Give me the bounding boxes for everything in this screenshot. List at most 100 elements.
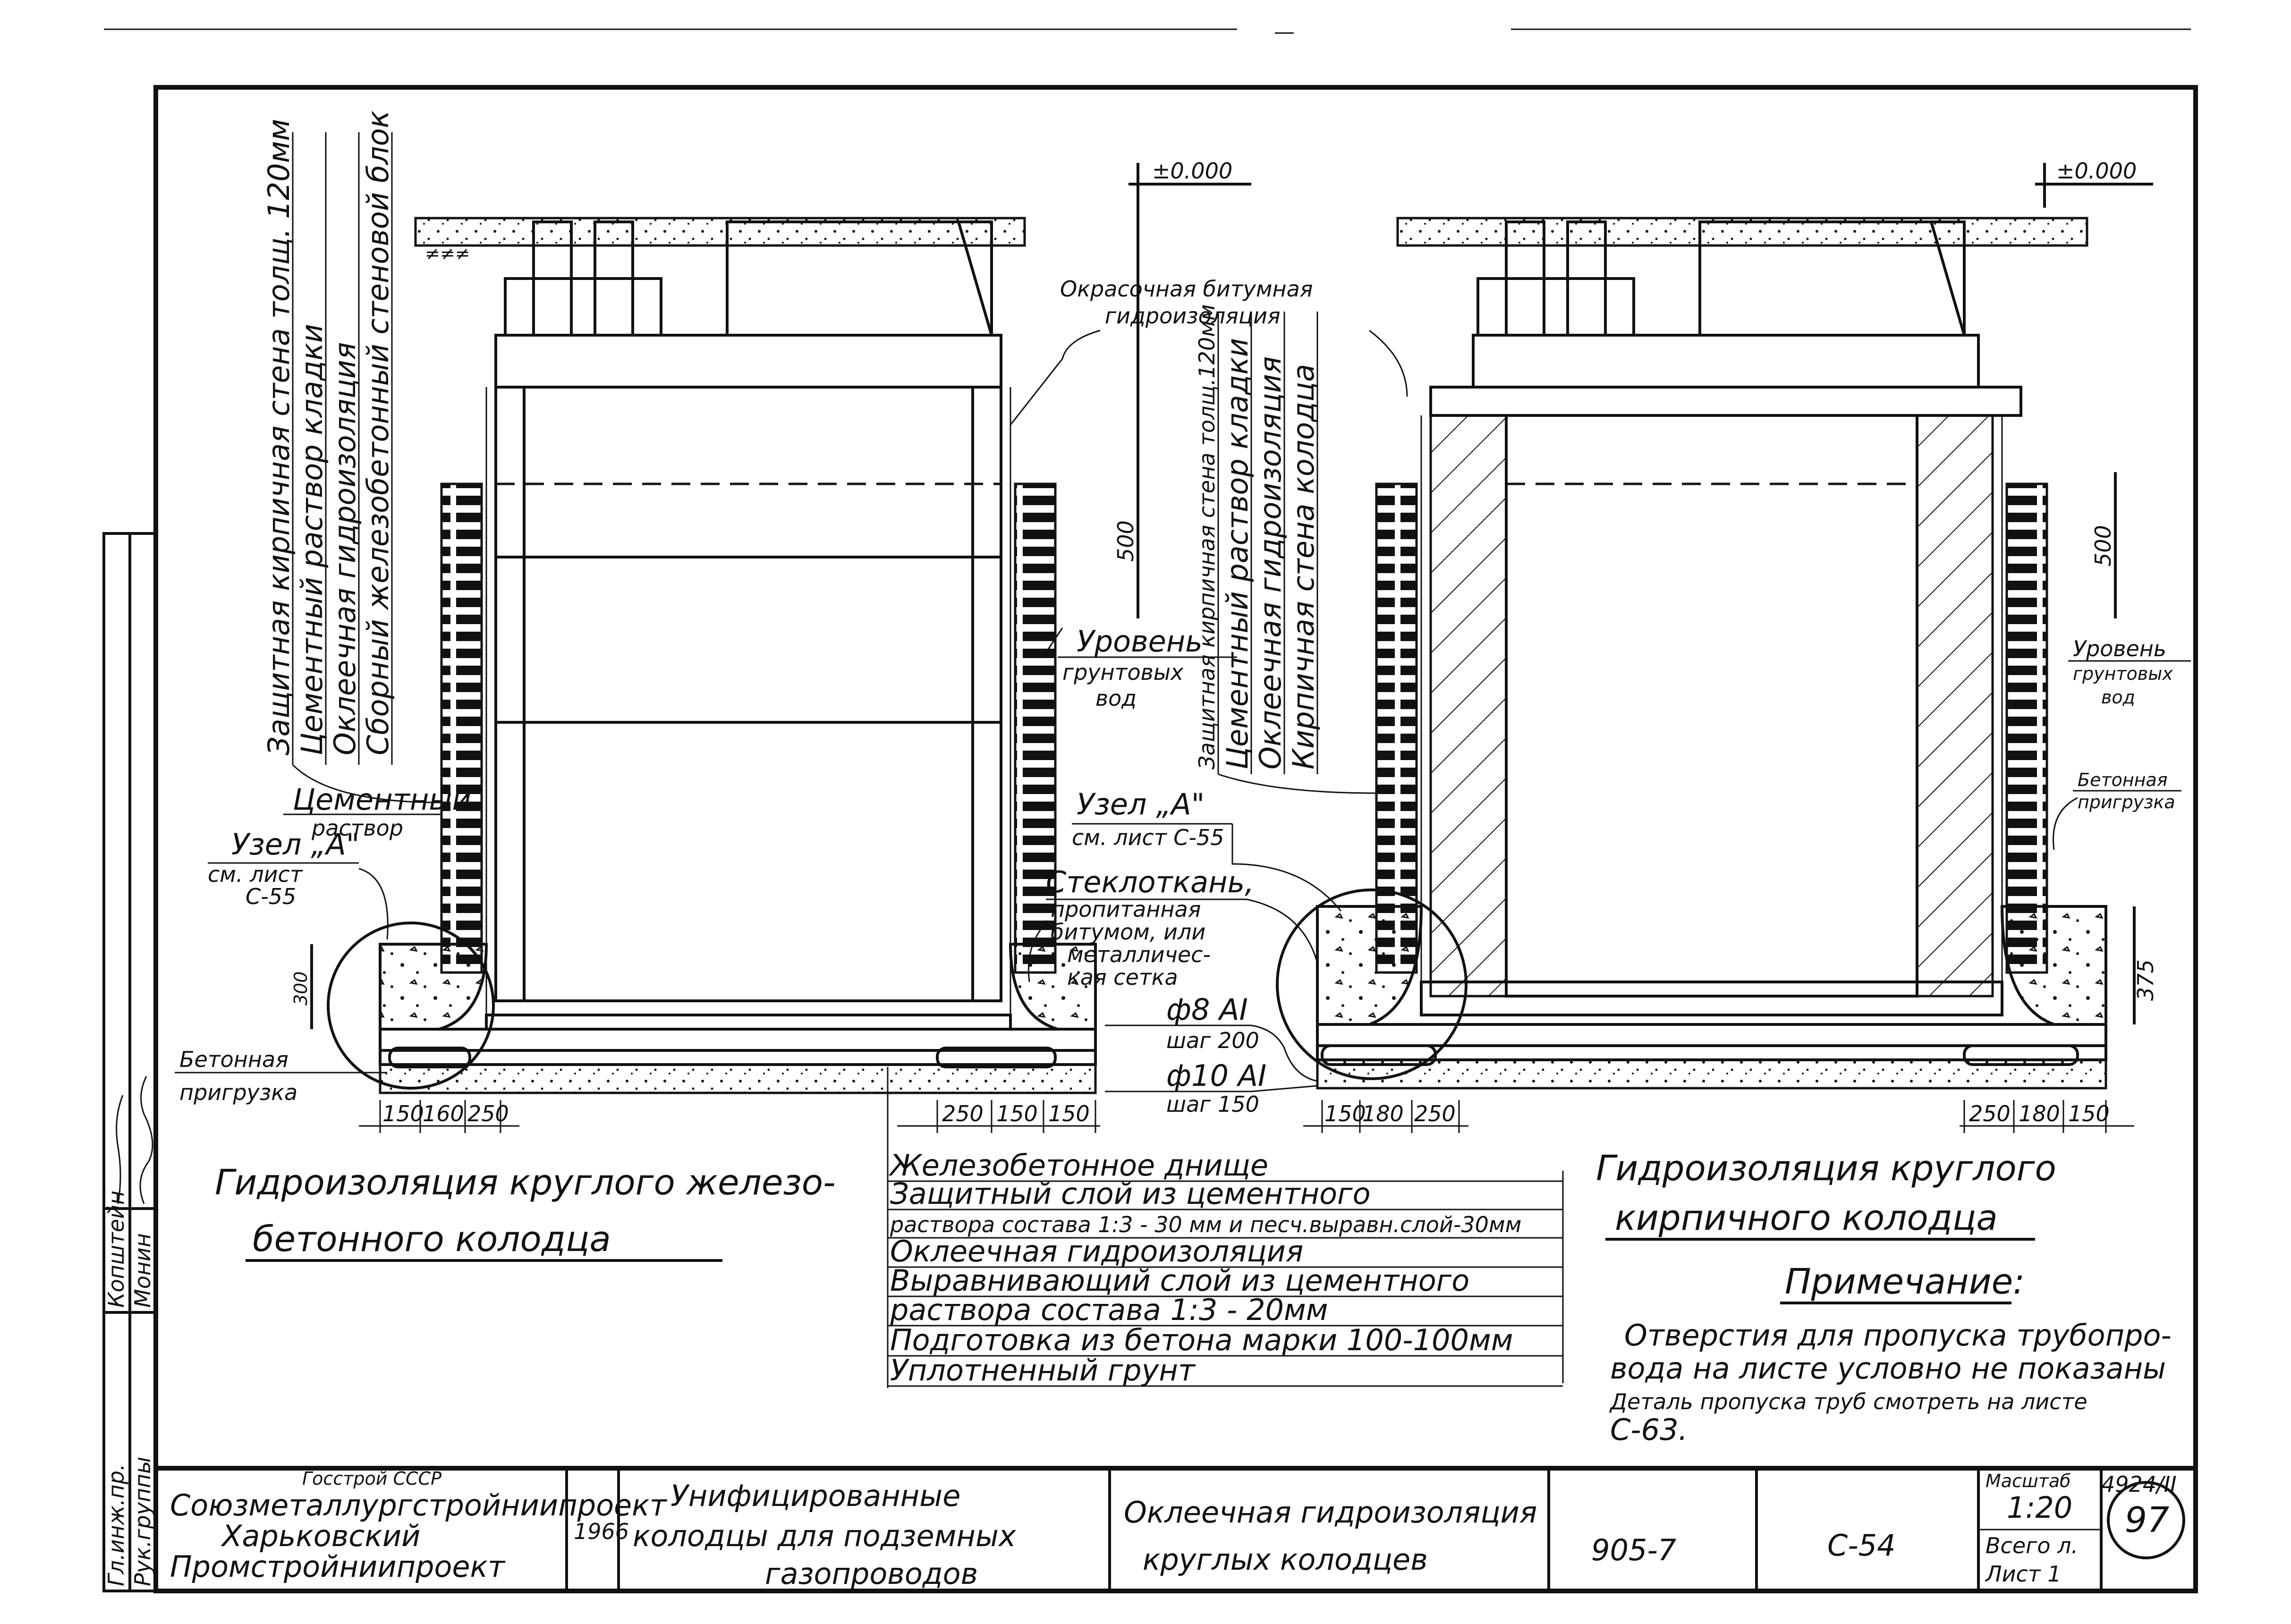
elevation-mark-right: ±0.000	[2056, 158, 2137, 184]
tb-sheet-title-2: круглых колодцев	[1143, 1542, 1428, 1577]
bottom-layer-5: Выравнивающий слой из цементного	[890, 1263, 1469, 1298]
node-mid-1: Узел „А"	[1077, 787, 1205, 821]
left-well-section: ≠≠≠ ±0.000	[290, 158, 1251, 1094]
tb-project-2: колодцы для подземных	[633, 1519, 1017, 1553]
left-wall-block	[494, 386, 1002, 1002]
note-title: Примечание:	[1785, 1261, 2025, 1302]
dim-right-a-3: 250	[1414, 1101, 1456, 1126]
right-brick-wall-right	[2005, 482, 2048, 974]
left-layer-3: Оклеечная гидроизоляция	[328, 342, 362, 755]
middle-annotations: Окрасочная битумная гидроизоляция Уровен…	[1010, 276, 1408, 1117]
dims-left: 150 160 250	[359, 1100, 519, 1133]
tb-org-2: Союзметаллургстройниипроект	[170, 1488, 668, 1522]
bottom-layer-4: Оклеечная гидроизоляция	[890, 1234, 1303, 1269]
gw-right-2: грунтовых	[2073, 663, 2173, 684]
right-layer-1: Защитная кирпичная стена толщ.120мм	[1194, 304, 1220, 770]
tb-series: 905-7	[1591, 1533, 1676, 1567]
stamp-name-2: Монин	[130, 1233, 155, 1308]
left-brick-wall-outer	[440, 482, 483, 974]
right-layer-3: Оклеечная гидроизоляция	[1253, 356, 1288, 770]
bottom-layer-6: раствора состава 1:3 - 20мм	[890, 1293, 1328, 1327]
caption-right-1: Гидроизоляция круглого	[1596, 1148, 2056, 1189]
bitumen-label-2: гидроизоляция	[1105, 303, 1281, 329]
bottom-layer-7: Подготовка из бетона марки 100-100мм	[890, 1323, 1513, 1357]
tb-project-1: Унифицированные	[670, 1479, 960, 1513]
left-layer-2: Цементный раствор кладки	[295, 324, 329, 755]
left-annotations: Цементный раствор Узел „А" см. лист С-55…	[175, 782, 471, 1105]
dim-right-b-1: 250	[1969, 1101, 2011, 1126]
dim-500-left: 500	[1113, 520, 1138, 562]
right-well-wall-left	[1429, 414, 1508, 998]
note-line-3: Деталь пропуска труб смотреть на листе	[1609, 1389, 2087, 1414]
note-line-4: С-63.	[1610, 1413, 1688, 1447]
right-annotations: Уровень грунтовых вод Бетонная пригрузка	[2053, 636, 2191, 850]
dim-left-3: 250	[467, 1101, 509, 1126]
captions: Гидроизоляция круглого железо- бетонного…	[215, 1148, 2056, 1262]
node-left-1: Узел „А"	[231, 827, 359, 862]
rebar-4: шаг 150	[1166, 1091, 1259, 1117]
caption-right-2: кирпичного колодца	[1615, 1198, 1998, 1238]
note-line-1: Отверстия для пропуска трубопро-	[1624, 1318, 2172, 1353]
left-layer-4: Сборный железобетонный стеновой блок	[361, 110, 395, 755]
dim-left-1: 150	[382, 1101, 424, 1126]
tb-page: 97	[2125, 1500, 2169, 1540]
fiberglass-2: пропитанная	[1051, 897, 1201, 922]
right-layer-labels: Защитная кирпичная стена толщ.120мм Цеме…	[1194, 304, 1377, 794]
dim-300: 300	[290, 971, 311, 1006]
left-fillet-concrete	[379, 943, 488, 1031]
node-left-3: С-55	[246, 884, 296, 909]
node-left-2: см. лист	[208, 862, 303, 887]
bottom-layer-2: Защитный слой из цементного	[890, 1176, 1371, 1211]
bottom-layer-1: Железобетонное днище	[888, 1148, 1268, 1183]
left-layer-1: Защитная кирпичная стена толщ. 120мм	[262, 119, 296, 755]
stamp-role-2: Рук.группы	[130, 1457, 155, 1586]
tb-sheet-title-1: Оклеечная гидроизоляция	[1124, 1495, 1537, 1530]
bottom-leaders	[887, 1067, 1564, 1388]
left-node-circle	[327, 922, 495, 1090]
dim-mid-2: 150	[996, 1101, 1038, 1126]
dim-mid-1: 250	[942, 1101, 984, 1126]
gw-right-3: вод	[2101, 687, 2135, 708]
cement-label-2: раствор	[311, 815, 403, 841]
tb-project-3: газопроводов	[765, 1556, 978, 1591]
bottom-layer-8: Уплотненный грунт	[890, 1353, 1196, 1387]
tb-sheet-label: Лист 1	[1985, 1561, 2061, 1587]
gw-left-1: Уровень	[1077, 624, 1203, 659]
rebar-3: ф10 АI	[1166, 1058, 1266, 1093]
elevation-mark-left: ±0.000	[1152, 158, 1232, 184]
bitumen-label-1: Окрасочная битумная	[1060, 276, 1313, 302]
fiberglass-5: кая сетка	[1067, 964, 1178, 990]
gw-left-3: вод	[1095, 685, 1137, 711]
note-block: Примечание: Отверстия для пропуска трубо…	[1609, 1261, 2172, 1447]
tb-total-label: Всего л.	[1986, 1533, 2078, 1558]
dim-left-2: 160	[423, 1101, 464, 1126]
right-well-section: ±0.000 500 375	[1276, 158, 2158, 1090]
dim-right-b-3: 150	[2068, 1101, 2110, 1126]
signature-1	[116, 1095, 124, 1204]
bottom-layers-list: Железобетонное днище Защитный слой из це…	[888, 1148, 1563, 1387]
dim-right-b-2: 180	[2019, 1101, 2060, 1126]
right-layer-2: Цементный раствор кладки	[1220, 338, 1255, 770]
dims-right: 150 180 250 250 180 150	[1303, 1100, 2134, 1133]
tb-sheet-code: С-54	[1827, 1528, 1896, 1563]
tb-scale-label: Масштаб	[1986, 1471, 2071, 1491]
right-well-wall-right	[1916, 414, 1994, 998]
left-layer-labels: Защитная кирпичная стена толщ. 120мм Цем…	[262, 110, 442, 804]
dim-mid-3: 150	[1048, 1101, 1090, 1126]
rebar-2: шаг 200	[1166, 1028, 1259, 1053]
dim-right-a-1: 150	[1324, 1101, 1366, 1126]
right-layer-4: Кирпичная стена колодца	[1286, 364, 1321, 770]
note-line-2: вода на листе условно не показаны	[1610, 1351, 2166, 1386]
tb-org-4: Промстройниипроект	[170, 1549, 506, 1584]
gw-left-2: грунтовых	[1062, 660, 1184, 685]
tb-org-1: Госстрой СССР	[302, 1468, 441, 1489]
side-stamp: Гл.инж.пр. Рук.группы Копштейн Монин	[102, 532, 157, 1592]
left-brick-wall-right	[1014, 482, 1057, 974]
caption-left-1: Гидроизоляция круглого железо-	[215, 1162, 836, 1203]
caption-left-2: бетонного колодца	[253, 1219, 611, 1260]
bottom-layer-3: раствора состава 1:3 - 30 мм и песч.выра…	[890, 1212, 1521, 1237]
dim-500-right: 500	[2090, 525, 2116, 567]
ballast-left-2: пригрузка	[179, 1080, 297, 1105]
ballast-right-2: пригрузка	[2078, 792, 2175, 812]
